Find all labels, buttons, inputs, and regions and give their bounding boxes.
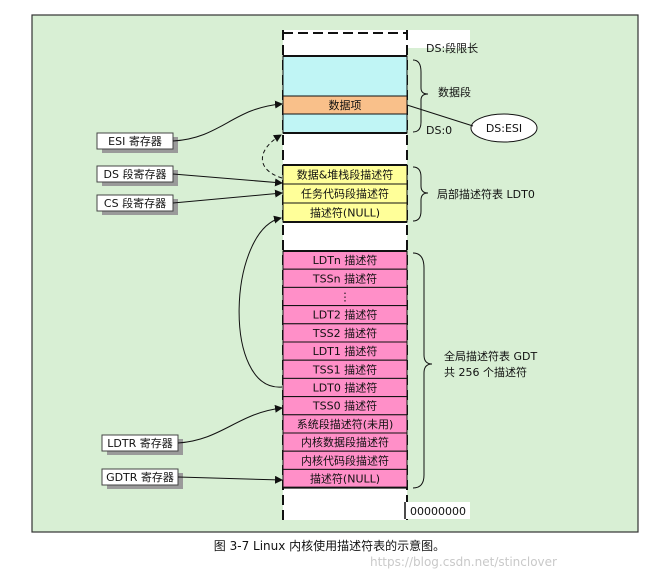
ldtr-register-label: LDTR 寄存器 [107, 436, 172, 450]
gdt-row-label-3: LDT2 描述符 [313, 308, 378, 322]
cs-register: CS 段寄存器 [96, 194, 178, 215]
ldt0-to-ldt-arrow [238, 215, 283, 388]
figure-caption: 图 3-7 Linux 内核使用描述符表的示意图。 [213, 539, 446, 553]
esi-register: ESI 寄存器 [96, 132, 178, 153]
ds-zero-label: DS:0 [426, 124, 452, 137]
gdtr-arrow [177, 475, 283, 484]
ldt-row-label-2: 描述符(NULL) [310, 206, 380, 220]
data-segment-brace-label: 数据段 [438, 85, 471, 99]
ldt-to-data-dashed-arrow [262, 134, 283, 179]
ldt-row-label-1: 任务代码段描述符 [301, 187, 389, 201]
esi-register-label: ESI 寄存器 [108, 134, 162, 148]
top-label-bg [400, 30, 470, 48]
gdt-row-label-10: 内核数据段描述符 [301, 435, 389, 449]
gdt-row-label-12: 描述符(NULL) [310, 472, 380, 486]
gdt-row-label-0: LDTn 描述符 [313, 253, 378, 267]
ds-register-label: DS 段寄存器 [104, 167, 167, 181]
gdt-brace-label-1: 全局描述符表 GDT [444, 349, 537, 363]
base-address-box [405, 502, 470, 519]
gdt-brace-label-2: 共 256 个描述符 [444, 365, 527, 379]
gdt-row-label-6: TSS1 描述符 [312, 362, 377, 376]
gdt-row-label-7: LDT0 描述符 [313, 381, 378, 395]
gdt-row-label-4: TSS2 描述符 [312, 326, 377, 340]
data-segment: 数据项 [282, 55, 408, 134]
gdt-table: LDTn 描述符 TSSn 描述符 ⋮ LDT2 描述符 TSS2 描述符 LDT1 描述… [282, 250, 408, 489]
gdt-row-label-1: TSSn 描述符 [312, 271, 377, 285]
gdt-row-label-11: 内核代码段描述符 [301, 453, 389, 467]
ldtr-arrow [177, 404, 283, 444]
ds-arrow [172, 173, 283, 187]
ldt-brace [412, 166, 429, 222]
data-item-label: 数据项 [329, 98, 362, 112]
gdt-row-label-8: TSS0 描述符 [312, 399, 377, 413]
watermark: https://blog.csdn.net/stinclover [370, 555, 557, 569]
ds-esi-pointer [406, 104, 474, 127]
ds-limit-label: DS:段限长 [426, 41, 478, 55]
ds-register: DS 段寄存器 [96, 165, 178, 186]
data-segment-brace [412, 59, 429, 133]
ldt-row-label-0: 数据&堆栈段描述符 [297, 168, 394, 182]
cs-register-label: CS 段寄存器 [104, 196, 166, 210]
esi-arrow [172, 100, 283, 142]
cs-arrow [172, 189, 283, 204]
gdtr-register: GDTR 寄存器 [101, 468, 183, 489]
ds-esi-label: DS:ESI [486, 122, 522, 135]
ldt-brace-label: 局部描述符表 LDT0 [437, 187, 535, 201]
gdt-row-label-9: 系统段描述符(未用) [297, 417, 394, 431]
gdt-row-label-5: LDT1 描述符 [313, 344, 378, 358]
base-address-label: 00000000 [410, 505, 466, 518]
gdt-row-label-2: ⋮ [340, 291, 351, 304]
gdtr-register-label: GDTR 寄存器 [106, 470, 174, 484]
gdt-brace [412, 252, 433, 489]
ds-esi-bubble [470, 113, 538, 143]
ldtr-register: LDTR 寄存器 [101, 434, 183, 455]
